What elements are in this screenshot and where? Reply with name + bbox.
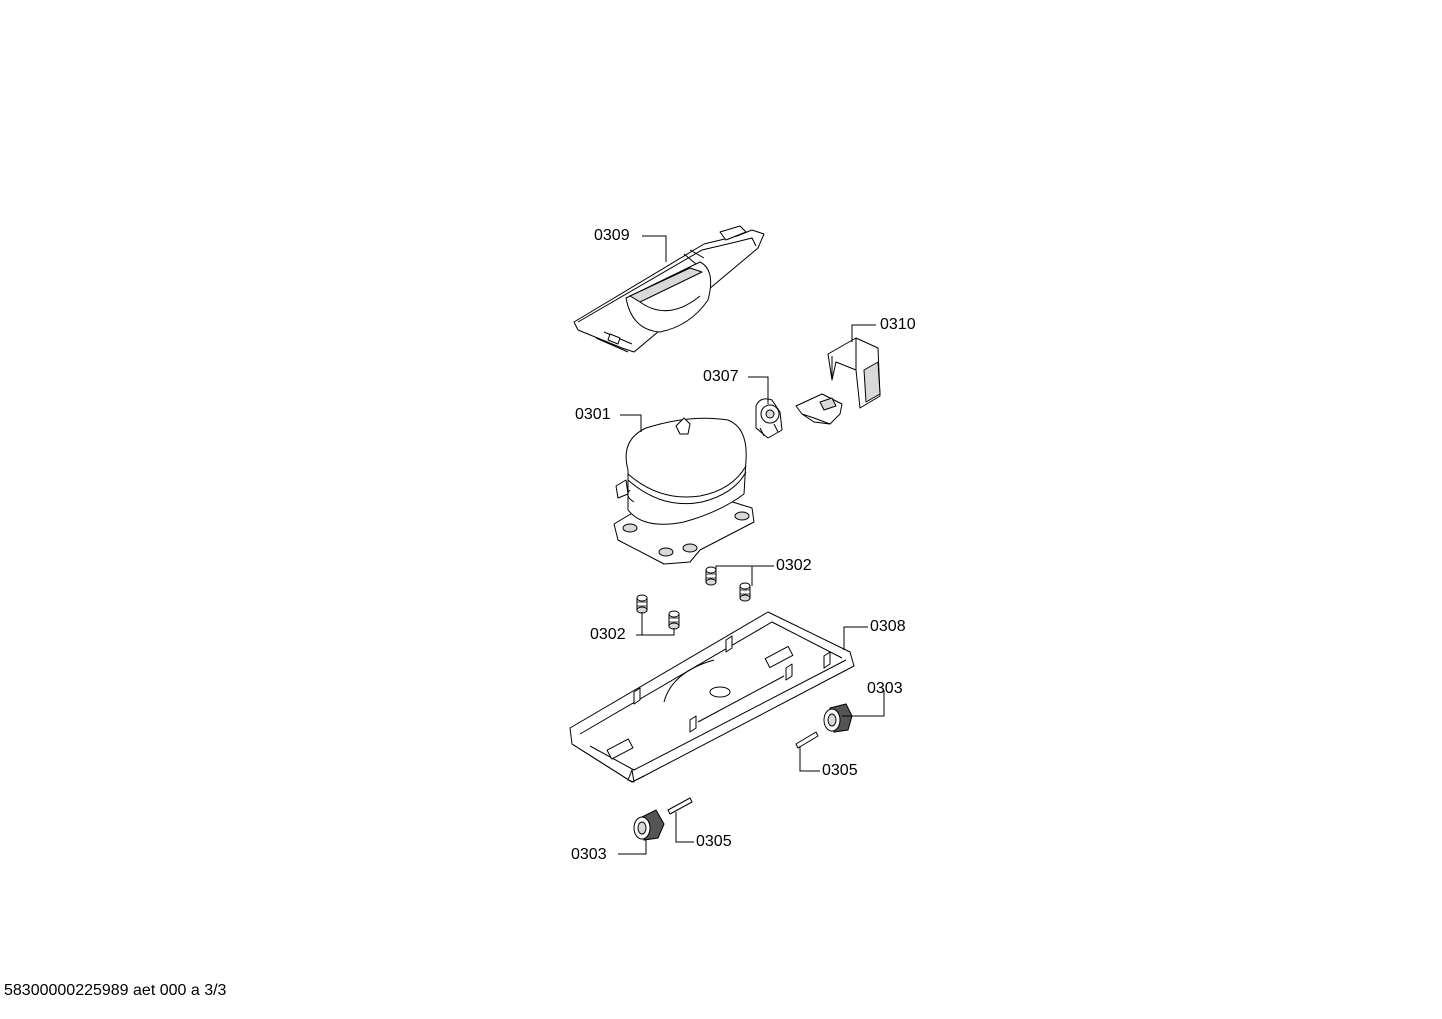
part-0309-fan-housing [573, 225, 765, 353]
label-0302-lower: 0302 [590, 626, 626, 643]
label-0307: 0307 [703, 368, 739, 385]
grommet-2 [739, 582, 751, 602]
leader-0303-right [842, 690, 885, 717]
document-code: 58300000225989 aet 000 a 3/3 [4, 982, 227, 999]
part-0307-relay [755, 398, 783, 439]
label-0310: 0310 [880, 316, 916, 333]
leader-0307 [748, 376, 769, 404]
label-0301: 0301 [575, 406, 611, 423]
part-0303-foot-bottom [633, 809, 665, 841]
leader-0308 [843, 626, 868, 650]
leader-0305-right [799, 746, 820, 772]
grommet-1 [705, 566, 717, 586]
leader-0301 [620, 414, 642, 432]
part-0305-pin-right [795, 731, 819, 749]
label-0303-right: 0303 [867, 680, 903, 697]
part-0308-base-plate [569, 611, 855, 783]
grommet-3 [636, 594, 648, 614]
grommet-4 [668, 610, 680, 630]
leader-0309 [642, 235, 667, 262]
part-0310-relay-cover [827, 337, 881, 409]
leader-0302-upper [715, 565, 774, 586]
part-0310-bracket [795, 393, 843, 425]
leader-0303-bottom [618, 840, 647, 855]
label-0305-right: 0305 [822, 762, 858, 779]
leader-0302-lower [636, 612, 675, 636]
leader-0310 [851, 324, 876, 342]
label-0308: 0308 [870, 618, 906, 635]
part-0303-foot-right [823, 703, 853, 733]
label-0303-bottom: 0303 [571, 846, 607, 863]
part-0302-grommets [636, 566, 751, 630]
part-0305-pin-bottom [667, 797, 693, 815]
label-0302-upper: 0302 [776, 557, 812, 574]
label-0305-bottom: 0305 [696, 833, 732, 850]
leader-0305-bottom [675, 812, 694, 843]
part-0301-compressor [613, 417, 755, 565]
label-0309: 0309 [594, 227, 630, 244]
leader-lines [618, 235, 885, 855]
